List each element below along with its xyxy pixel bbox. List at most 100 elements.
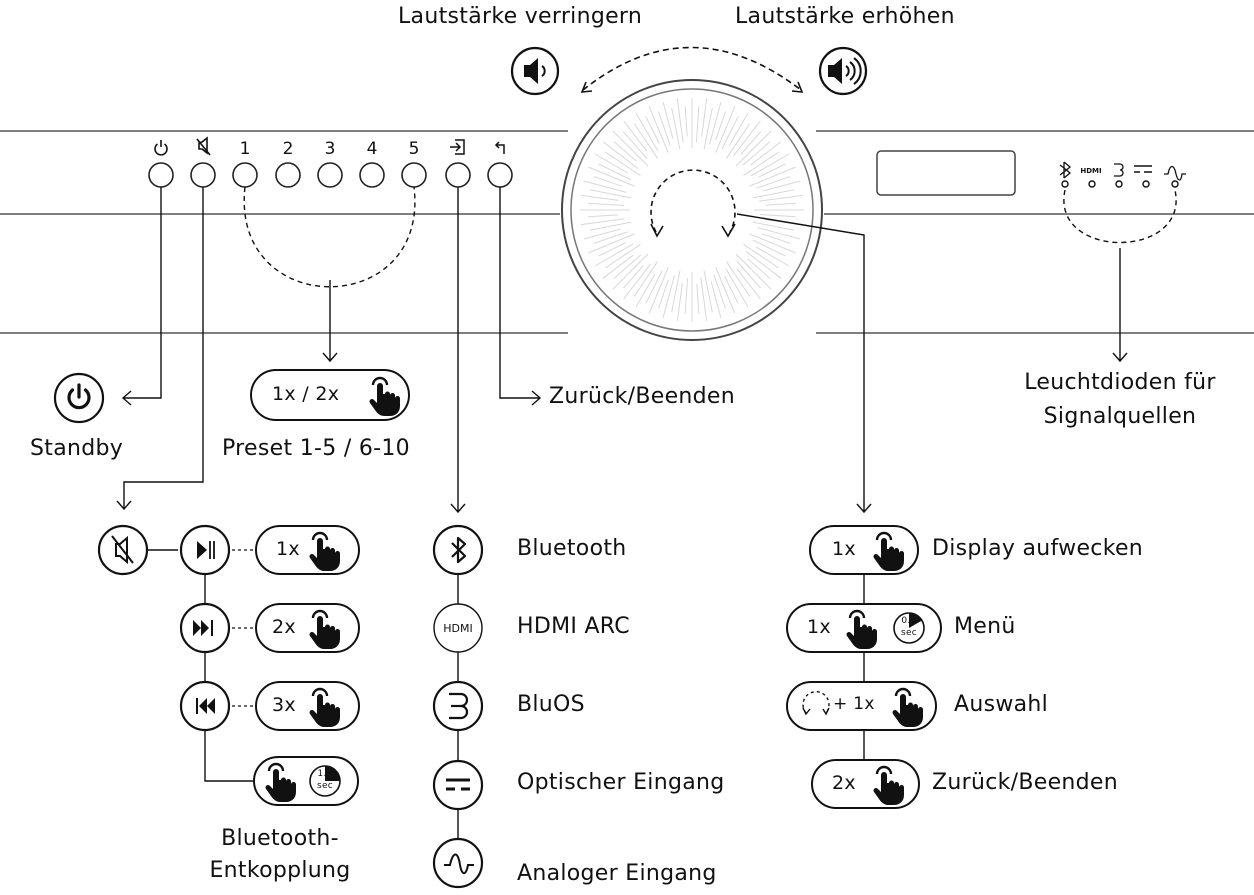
knob-ray [713, 274, 726, 309]
back-callout-line [499, 187, 542, 406]
knob-ray [735, 130, 772, 167]
knob-ray [725, 268, 749, 308]
power-icon [154, 140, 168, 156]
standby-button[interactable] [148, 162, 174, 188]
analog-icon [432, 837, 484, 889]
preset-group-arc [243, 186, 416, 288]
knob-ray [763, 180, 801, 192]
knob-ray [602, 254, 634, 279]
svg-text:HDMI: HDMI [443, 622, 472, 635]
preset-2-button[interactable] [275, 162, 301, 188]
knob-ray [684, 277, 689, 314]
knob-ray [662, 101, 674, 139]
knob-ray [658, 279, 669, 309]
led-analog-icon [1164, 165, 1186, 181]
mute-dashes [232, 549, 256, 707]
preset-5-button[interactable] [401, 162, 427, 188]
knob-ray [728, 112, 749, 147]
knob-ray [742, 141, 771, 166]
volume-down-label: Lautstärke verringern [398, 4, 643, 29]
knob-ray [726, 123, 751, 159]
knob-ray [747, 258, 771, 279]
knob-ray [633, 123, 658, 159]
knob-ray [594, 153, 629, 174]
knob-ray [700, 277, 708, 322]
led-dots [1061, 180, 1179, 188]
knob-ray [750, 141, 782, 166]
volume-arc [582, 46, 802, 91]
knob-ray [676, 283, 683, 322]
play-pause-icon [179, 524, 231, 576]
knob-label-3: Auswahl [954, 692, 1049, 717]
rotate-icon [802, 690, 830, 716]
knob-ray [635, 273, 656, 308]
knob-ray [715, 111, 726, 141]
knob-ray [695, 106, 700, 143]
preset-press-text: 1x / 2x [272, 383, 340, 405]
knob-ray [662, 275, 675, 319]
knob-press-4: 2x [832, 772, 856, 794]
knob-ray [613, 254, 642, 279]
knob-ray [588, 166, 635, 187]
knob-ray [750, 153, 790, 177]
knob-ray [752, 189, 795, 199]
preset-3-button[interactable] [317, 162, 343, 188]
knob-ray [623, 265, 644, 289]
preset-1-button[interactable] [232, 162, 258, 188]
knob-ray [602, 141, 639, 170]
volume-up-icon[interactable] [818, 46, 868, 96]
knob-ray [633, 261, 658, 297]
led-label-line2: Signalquellen [1043, 404, 1197, 429]
knob-label-4: Zurück/Beenden [932, 770, 1119, 795]
back-exit-label: Zurück/Beenden [549, 384, 736, 409]
knob-ray [612, 130, 649, 167]
knob-hold-time: 0.5 [901, 616, 917, 626]
knob-ray [645, 270, 663, 304]
knob-ray [580, 218, 625, 226]
standby-big-icon [53, 372, 105, 424]
knob-ray [658, 111, 671, 146]
input-small-icon [450, 139, 465, 155]
knob-ray [593, 231, 628, 244]
standby-label: Standby [30, 436, 124, 461]
knob-ray [593, 176, 623, 187]
knob-ray [701, 98, 708, 137]
front-display [876, 150, 1016, 196]
knob-ray [743, 244, 779, 269]
hold-unit-text: sec [316, 781, 334, 791]
preset-number-1: 1 [240, 139, 251, 159]
knob-ray [588, 233, 635, 254]
knob-ray [605, 151, 641, 176]
mute-press-2x: 2x [272, 616, 296, 638]
mute-button[interactable] [190, 162, 216, 188]
mute-press-3x: 3x [272, 694, 296, 716]
standby-callout-line [121, 187, 162, 406]
input-button[interactable] [445, 162, 471, 188]
knob-ray [671, 270, 681, 313]
knob-ray [715, 106, 736, 153]
led-hdmi-icon: HDMI [1080, 167, 1101, 175]
input-label-optical: Optischer Eingang [517, 770, 725, 795]
knob-ray [752, 221, 795, 231]
knob-press-1: 1x [832, 538, 856, 560]
mute-chain [148, 549, 254, 782]
previous-track-icon [179, 680, 231, 732]
knob-ray [648, 106, 669, 153]
mute-press-1x: 1x [276, 538, 300, 560]
preset-4-button[interactable] [359, 162, 385, 188]
front-buttons [148, 162, 513, 188]
knob-ray [676, 98, 684, 143]
back-button[interactable] [487, 162, 513, 188]
volume-down-icon[interactable] [510, 46, 560, 96]
knob-ray [588, 214, 619, 218]
knob-ray [745, 250, 782, 279]
preset-number-3: 3 [325, 139, 336, 159]
knob-ray [623, 120, 648, 152]
preset-press-pill [250, 369, 410, 421]
volume-up-label: Lautstärke erhöhen [735, 4, 955, 29]
bt-decouple-line2: Entkopplung [209, 858, 351, 883]
bt-decouple-line1: Bluetooth- [221, 826, 339, 851]
volume-knob[interactable] [561, 79, 823, 341]
knob-ray [613, 141, 637, 162]
hold-time-text: 1.5 [317, 769, 333, 779]
